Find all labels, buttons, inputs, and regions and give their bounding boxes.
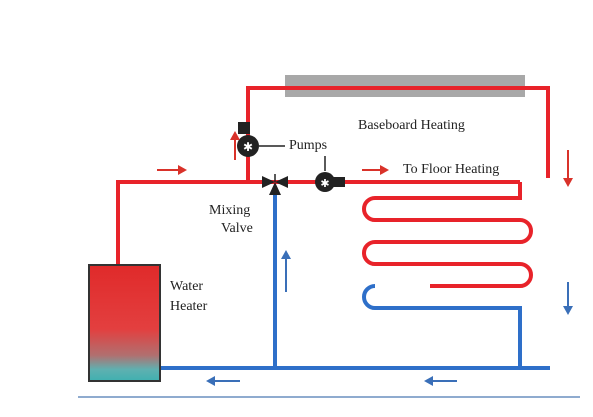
flow-arrow-icon bbox=[206, 376, 240, 386]
water-heater-tank bbox=[88, 264, 161, 382]
to-floor-heating-label: To Floor Heating bbox=[403, 162, 499, 177]
hot-supply-pipe bbox=[116, 180, 248, 265]
pump-icon: ✱ bbox=[237, 122, 285, 157]
flow-arrow-icon bbox=[563, 150, 573, 187]
flow-arrow-icon bbox=[281, 250, 291, 292]
floor-heating-coil-return bbox=[362, 284, 522, 368]
flow-arrow-icon bbox=[424, 376, 457, 386]
flow-arrow-icon bbox=[563, 282, 573, 315]
flow-arrow-icon bbox=[157, 165, 187, 175]
flow-arrow-icon bbox=[230, 131, 240, 160]
water-label: Water bbox=[170, 279, 203, 294]
baseboard-loop-pipe bbox=[246, 86, 550, 182]
floor-heating-coil-hot bbox=[362, 182, 533, 288]
svg-text:✱: ✱ bbox=[243, 140, 253, 154]
svg-text:✱: ✱ bbox=[320, 177, 329, 190]
mixing-label: Mixing bbox=[209, 203, 250, 218]
valve-label: Valve bbox=[221, 221, 253, 236]
pumps-label: Pumps bbox=[289, 138, 327, 153]
flow-arrow-icon bbox=[362, 165, 389, 175]
heater-label: Heater bbox=[170, 299, 208, 314]
baseboard-heating-label: Baseboard Heating bbox=[358, 118, 465, 133]
mixing-valve-icon bbox=[262, 174, 288, 195]
pump-icon: ✱ bbox=[315, 156, 345, 192]
